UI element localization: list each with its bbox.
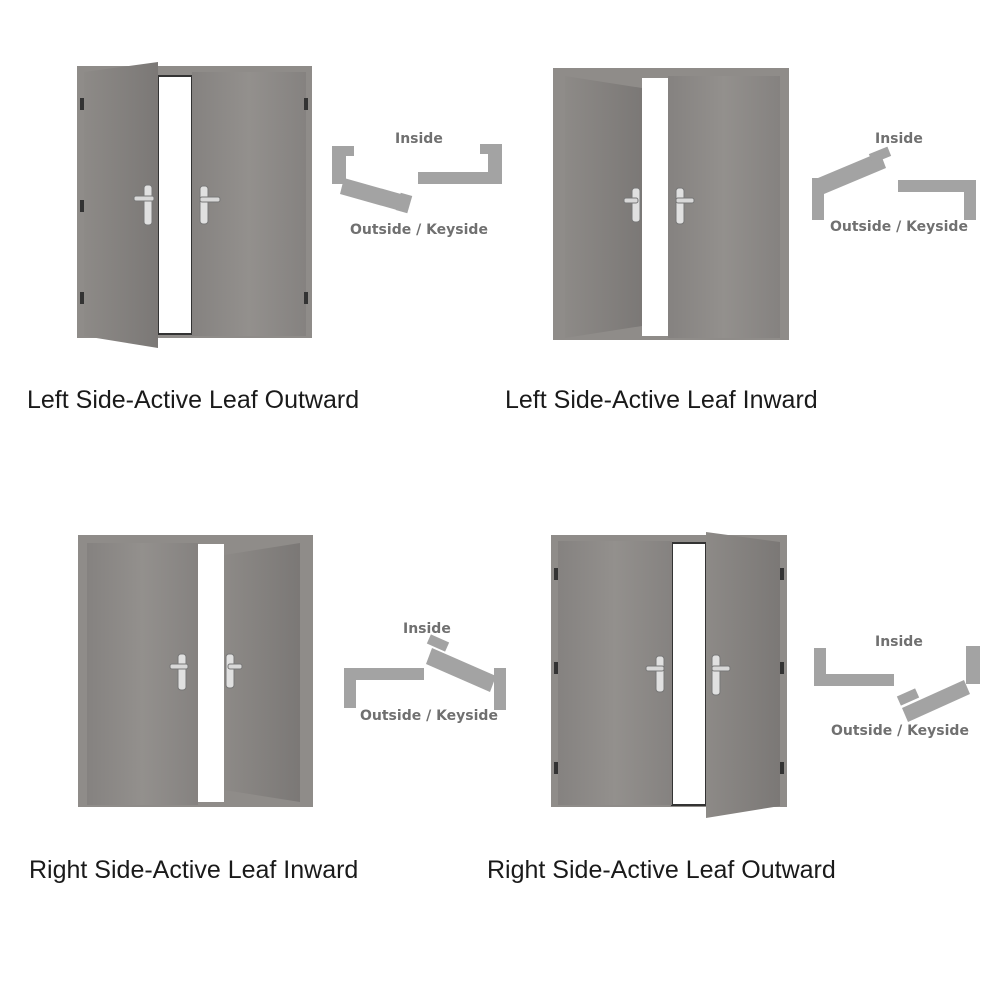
panel-1-swing-diagram (332, 144, 502, 214)
outside-label: Outside / Keyside (350, 222, 488, 238)
lock-plate (675, 187, 685, 225)
hinge (304, 98, 308, 110)
lever-handle (645, 665, 665, 672)
caption-right-active-outward: Right Side-Active Leaf Outward (487, 856, 836, 884)
open-leaf (224, 543, 300, 802)
hinge (780, 762, 784, 774)
hinge (780, 568, 784, 580)
lever-handle (199, 196, 221, 203)
lever-handle (623, 197, 639, 204)
lock-plate (711, 654, 721, 696)
hinge (80, 98, 84, 110)
hinge (554, 762, 558, 774)
outside-label: Outside / Keyside (360, 708, 498, 724)
hinge (554, 662, 558, 674)
panel-3-door (78, 535, 313, 807)
caption-right-active-inward: Right Side-Active Leaf Inward (29, 856, 359, 884)
door-opening (642, 78, 668, 336)
door-opening (158, 76, 192, 334)
lock-plate (177, 653, 187, 691)
door-opening (198, 544, 224, 802)
lock-plate (631, 187, 641, 223)
open-leaf (706, 532, 780, 818)
outside-label: Outside / Keyside (831, 723, 969, 739)
caption-left-active-inward: Left Side-Active Leaf Inward (505, 386, 818, 414)
inside-label: Inside (403, 621, 451, 637)
hinge (80, 200, 84, 212)
hinge (554, 568, 558, 580)
inside-label: Inside (875, 634, 923, 650)
outside-label: Outside / Keyside (830, 219, 968, 235)
lever-handle (711, 665, 731, 672)
fixed-leaf (192, 72, 306, 336)
hinge (780, 662, 784, 674)
open-leaf (565, 76, 642, 338)
panel-4-door (551, 532, 787, 818)
hinge (304, 292, 308, 304)
lock-plate (199, 185, 209, 225)
panel-1-door (77, 62, 312, 348)
panel-4-swing-diagram (814, 646, 980, 722)
open-leaf (84, 62, 158, 348)
hinge (80, 292, 84, 304)
inside-label: Inside (395, 131, 443, 147)
panel-2-door (553, 68, 789, 340)
panel-3-swing-diagram (344, 634, 506, 710)
lock-plate (655, 655, 665, 693)
door-opening (672, 543, 706, 805)
lock-plate (225, 653, 235, 689)
panel-2-swing-diagram (812, 146, 976, 220)
lever-handle (169, 663, 189, 670)
lever-handle (675, 197, 695, 204)
inside-label: Inside (875, 131, 923, 147)
lever-handle (227, 663, 243, 670)
fixed-leaf (668, 76, 780, 338)
lever-handle (133, 195, 155, 202)
lock-plate (143, 184, 153, 226)
caption-left-active-outward: Left Side-Active Leaf Outward (27, 386, 360, 414)
fixed-leaf (558, 541, 672, 805)
